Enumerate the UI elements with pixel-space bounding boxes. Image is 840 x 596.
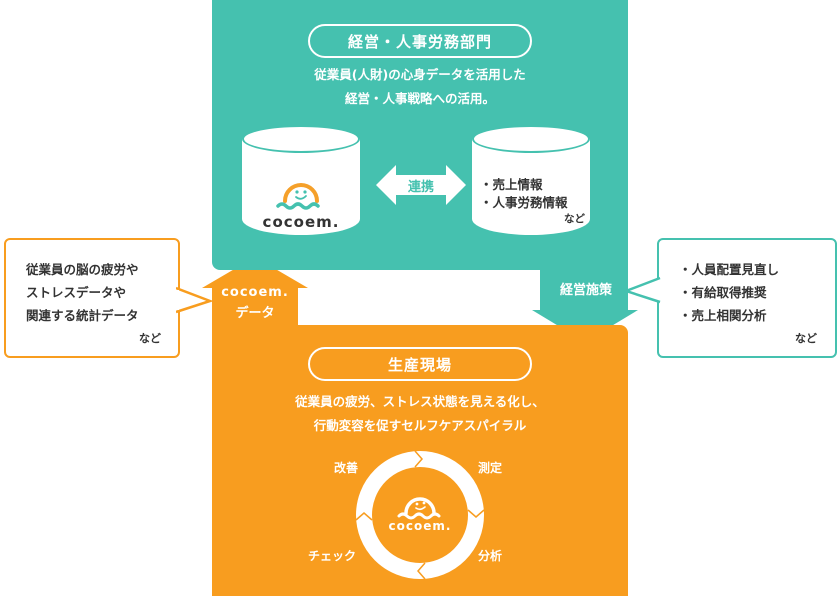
business-db-etc: など: [564, 213, 585, 225]
right-callout-pointer: [624, 276, 662, 304]
left-callout-pointer: [176, 286, 214, 314]
management-policy-arrow: [532, 260, 638, 342]
cycle-step-check: チェック: [308, 549, 357, 563]
left-callout-line-2: ストレスデータや: [26, 285, 127, 300]
right-callout-etc: など: [795, 332, 817, 345]
management-description-2: 経営・人事戦略への活用。: [344, 91, 495, 106]
business-db-item-sales: ・売上情報: [480, 177, 543, 192]
left-callout-etc: など: [139, 332, 161, 345]
management-panel: 経営・人事労務部門 従業員(人財)の心身データを活用した 経営・人事戦略への活用…: [212, 0, 628, 270]
cycle-center-logo-icon: [397, 497, 441, 520]
cocoem-data-arrow-label-2: データ: [235, 306, 275, 321]
business-db-item-hr: ・人事労務情報: [480, 195, 568, 210]
right-callout-line-1: ・人員配置見直し: [679, 262, 780, 277]
production-panel: 生産現場 従業員の疲労、ストレス状態を見える化し、 行動変容を促すセルフケアスパ…: [212, 325, 628, 596]
production-description-1: 従業員の疲労、ストレス状態を見える化し、: [295, 394, 545, 409]
cycle-step-analyze: 分析: [478, 549, 503, 563]
right-callout: ・人員配置見直し ・有給取得推奨 ・売上相関分析 など: [657, 238, 837, 358]
cocoem-logo-text: cocoem.: [262, 213, 340, 231]
production-title: 生産現場: [308, 347, 532, 381]
right-callout-line-2: ・有給取得推奨: [679, 285, 767, 300]
left-callout-line-1: 従業員の脳の疲労や: [26, 262, 139, 277]
cocoem-logo-icon: [276, 183, 320, 210]
cocoem-data-arrow-label-1: cocoem.: [221, 285, 289, 300]
cocoem-database: cocoem.: [242, 125, 360, 245]
management-description-1: 従業員(人財)の心身データを活用した: [314, 67, 526, 82]
left-callout: 従業員の脳の疲労や ストレスデータや 関連する統計データ など: [4, 238, 180, 358]
left-callout-line-3: 関連する統計データ: [26, 308, 139, 323]
cycle-step-measure: 測定: [478, 461, 503, 475]
self-care-cycle-ring: [355, 450, 485, 580]
right-callout-line-3: ・売上相関分析: [679, 308, 767, 323]
link-label: 連携: [407, 180, 434, 195]
management-policy-arrow-label: 経営施策: [559, 283, 612, 298]
cycle-center-logo-text: cocoem.: [388, 519, 452, 533]
management-title: 経営・人事労務部門: [308, 24, 532, 58]
cocoem-data-arrow: [202, 257, 308, 340]
cycle-step-improve: 改善: [334, 461, 359, 475]
business-database: ・売上情報 ・人事労務情報 など: [472, 125, 590, 245]
production-description-2: 行動変容を促すセルフケアスパイラル: [313, 418, 527, 433]
link-double-arrow-icon: [376, 165, 466, 205]
